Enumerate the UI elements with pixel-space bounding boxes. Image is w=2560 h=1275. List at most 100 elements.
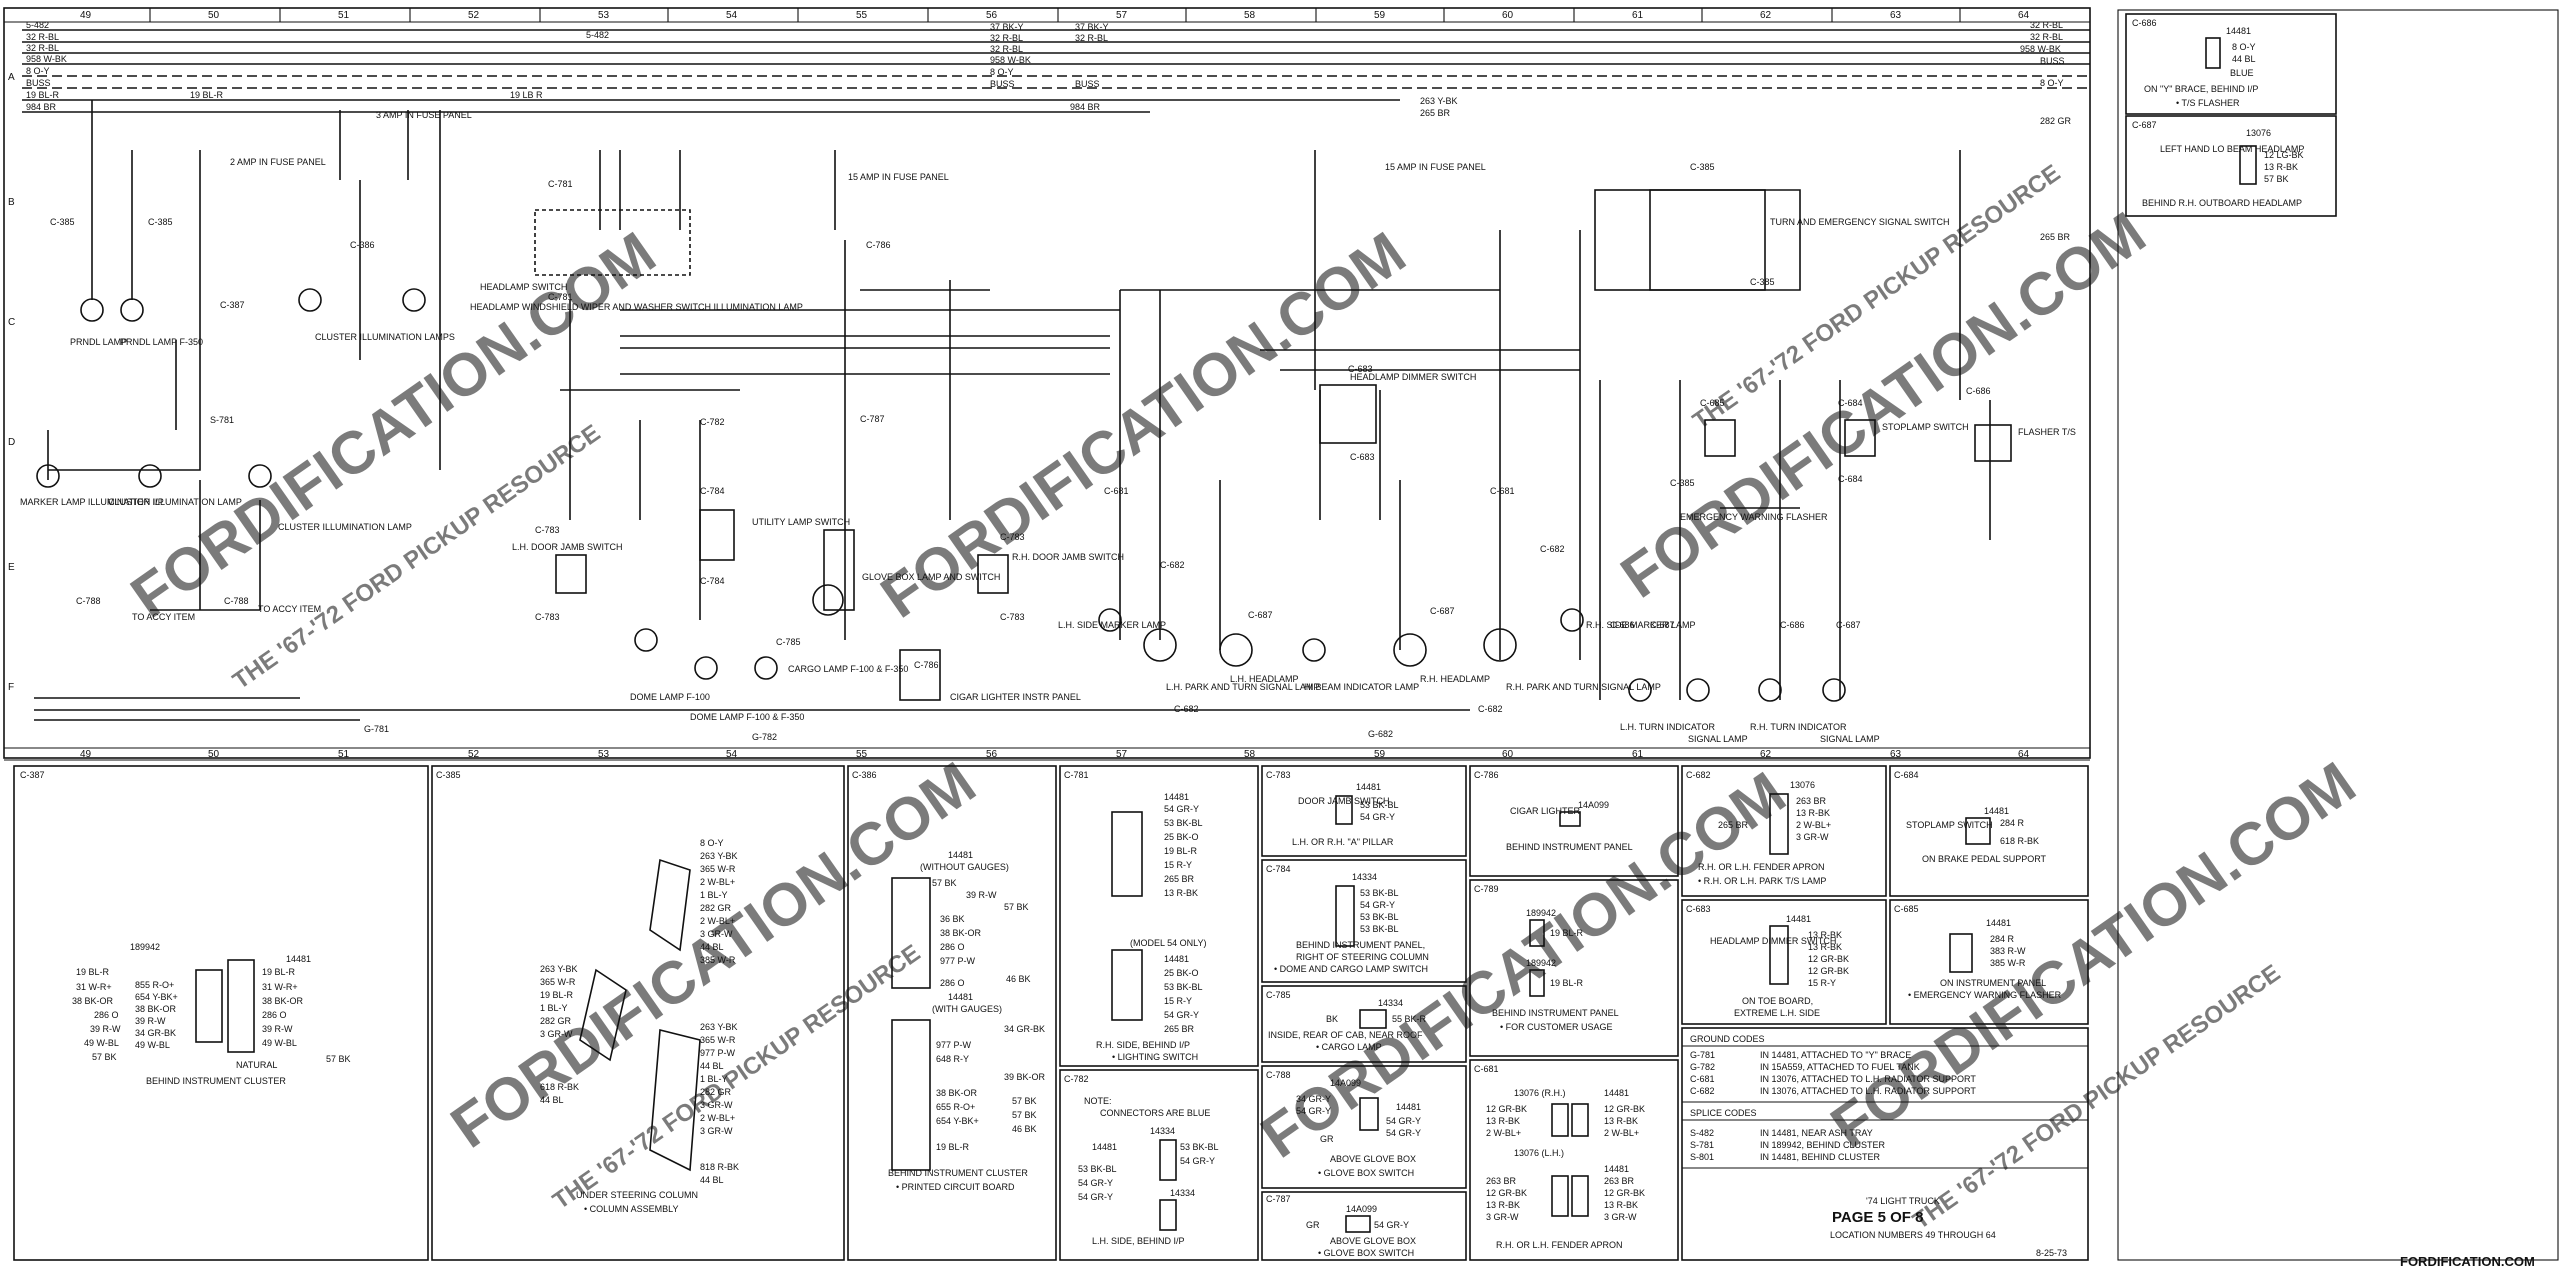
- svg-text:55 BK-R: 55 BK-R: [1392, 1014, 1427, 1024]
- svg-text:C-787: C-787: [1266, 1194, 1291, 1204]
- svg-text:C-681: C-681: [1690, 1074, 1715, 1084]
- svg-text:34 GR-BK: 34 GR-BK: [135, 1028, 176, 1038]
- svg-text:CIGAR LIGHTER: CIGAR LIGHTER: [1510, 806, 1581, 816]
- svg-text:C-681: C-681: [1490, 486, 1515, 496]
- svg-text:THE '67-'72 FORD PICKUP RESOUR: THE '67-'72 FORD PICKUP RESOURCE: [1908, 959, 2285, 1234]
- rh-turn-ind-label: R.H. TURN INDICATOR: [1750, 722, 1847, 732]
- svg-text:3 GR-W: 3 GR-W: [700, 1100, 733, 1110]
- svg-text:BK: BK: [1326, 1014, 1338, 1024]
- svg-text:58: 58: [1244, 749, 1256, 760]
- svg-text:32 R-BL: 32 R-BL: [990, 33, 1023, 43]
- svg-text:S-801: S-801: [1690, 1152, 1714, 1162]
- svg-text:A: A: [8, 72, 15, 83]
- svg-text:50: 50: [208, 749, 220, 760]
- svg-text:ON INSTRUMENT PANEL: ON INSTRUMENT PANEL: [1940, 978, 2046, 988]
- svg-text:8 O-Y: 8 O-Y: [990, 67, 1014, 77]
- svg-text:12 GR-BK: 12 GR-BK: [1604, 1188, 1645, 1198]
- lh-park-turn-label: L.H. PARK AND TURN SIGNAL LAMP: [1166, 682, 1319, 692]
- svg-text:44 BL: 44 BL: [2232, 54, 2256, 64]
- svg-text:C-782: C-782: [700, 417, 725, 427]
- svg-text:ON BRAKE PEDAL SUPPORT: ON BRAKE PEDAL SUPPORT: [1922, 854, 2047, 864]
- panel-c781: C-781 14481 54 GR-Y 53 BK-BL 25 BK-O 19 …: [1064, 770, 1207, 1062]
- wiring-paths: [34, 100, 1991, 721]
- svg-text:8 O-Y: 8 O-Y: [2040, 78, 2064, 88]
- svg-text:C-781: C-781: [548, 179, 573, 189]
- svg-text:2 W-BL+: 2 W-BL+: [1796, 820, 1831, 830]
- svg-text:12 GR-BK: 12 GR-BK: [1808, 954, 1849, 964]
- svg-text:C-788: C-788: [76, 596, 101, 606]
- svg-text:38 BK-OR: 38 BK-OR: [72, 996, 114, 1006]
- svg-text:19 LB R: 19 LB R: [510, 90, 543, 100]
- svg-text:5-482: 5-482: [586, 30, 609, 40]
- svg-text:C-385: C-385: [1690, 162, 1715, 172]
- svg-text:FORDIFICATION.COM: FORDIFICATION.COM: [869, 219, 1417, 631]
- svg-text:855 R-O+: 855 R-O+: [135, 980, 174, 990]
- svg-text:53 BK-BL: 53 BK-BL: [1360, 912, 1399, 922]
- turn-emergency-label: TURN AND EMERGENCY SIGNAL SWITCH: [1770, 217, 1950, 227]
- svg-text:S-781: S-781: [210, 415, 234, 425]
- svg-text:C-386: C-386: [350, 240, 375, 250]
- svg-text:G-781: G-781: [1690, 1050, 1715, 1060]
- top-wire-labels: 5-482 37 BK-Y 37 BK-Y 32 R-BL 32 R-BL 32…: [190, 20, 2072, 242]
- svg-text:S-482: S-482: [1690, 1128, 1714, 1138]
- svg-text:38 BK-OR: 38 BK-OR: [135, 1004, 177, 1014]
- svg-text:• DOME AND CARGO LAMP SWITCH: • DOME AND CARGO LAMP SWITCH: [1274, 964, 1428, 974]
- svg-text:61: 61: [1632, 749, 1644, 760]
- svg-text:57 BK: 57 BK: [2264, 174, 2289, 184]
- col-53: 53: [598, 10, 610, 21]
- svg-text:38 BK-OR: 38 BK-OR: [262, 996, 304, 1006]
- panel-c684: C-684 14481 STOPLAMP SWITCH 284 R 618 R-…: [1894, 770, 2047, 864]
- svg-text:15 R-Y: 15 R-Y: [1164, 860, 1192, 870]
- svg-text:49 W-BL: 49 W-BL: [135, 1040, 170, 1050]
- svg-text:39 R-W: 39 R-W: [90, 1024, 121, 1034]
- svg-text:46 BK: 46 BK: [1012, 1124, 1037, 1134]
- svg-text:263 Y-BK: 263 Y-BK: [700, 851, 738, 861]
- svg-text:BUSS: BUSS: [26, 78, 51, 88]
- location-range: LOCATION NUMBERS 49 THROUGH 64: [1830, 1230, 1996, 1240]
- fuse-3amp-label: 3 AMP IN FUSE PANEL: [376, 110, 472, 120]
- svg-text:(MODEL 54 ONLY): (MODEL 54 ONLY): [1130, 938, 1207, 948]
- dome-lamp-label: DOME LAMP F-100: [630, 692, 710, 702]
- svg-text:C-684: C-684: [1838, 398, 1863, 408]
- headlamp-dimmer-label: HEADLAMP DIMMER SWITCH: [1350, 372, 1476, 382]
- cigar-lighter-label: CIGAR LIGHTER INSTR PANEL: [950, 692, 1081, 702]
- panel-c681: C-681 13076 (R.H.) 14481 12 GR-BK 13 R-B…: [1474, 1064, 1645, 1250]
- footer-watermark: FORDIFICATION.COM: [2400, 1254, 2535, 1269]
- svg-text:286 O: 286 O: [94, 1010, 119, 1020]
- svg-text:37 BK-Y: 37 BK-Y: [990, 22, 1024, 32]
- svg-text:56: 56: [986, 749, 998, 760]
- svg-text:958 W-BK: 958 W-BK: [2020, 44, 2061, 54]
- svg-text:2 W-BL+: 2 W-BL+: [1604, 1128, 1639, 1138]
- lower-panel-grid: [13, 765, 2089, 1261]
- panel-c783: C-783 14481 DOOR JAMB SWITCH 53 BK-BL 54…: [1266, 770, 1399, 847]
- svg-text:C-786: C-786: [866, 240, 891, 250]
- ground-codes-title: GROUND CODES: [1690, 1034, 1765, 1044]
- col-59: 59: [1374, 10, 1386, 21]
- svg-text:BUSS: BUSS: [990, 79, 1015, 89]
- cluster-illum-label: CLUSTER ILLUMINATION LAMPS: [315, 332, 455, 342]
- svg-text:C-687: C-687: [1836, 620, 1861, 630]
- svg-text:13 R-BK: 13 R-BK: [1604, 1200, 1638, 1210]
- svg-text:C-686: C-686: [1780, 620, 1805, 630]
- svg-text:53 BK-BL: 53 BK-BL: [1180, 1142, 1219, 1152]
- panel-c387: C-387 189942 14481 19 BL-R 31 W-R+ 38 BK…: [20, 770, 351, 1086]
- svg-text:3 GR-W: 3 GR-W: [700, 929, 733, 939]
- svg-text:C-783: C-783: [1000, 612, 1025, 622]
- svg-text:13 R-BK: 13 R-BK: [1164, 888, 1198, 898]
- svg-text:14481: 14481: [286, 954, 311, 964]
- panel-c785: C-785 14334 BK 55 BK-R INSIDE, REAR OF C…: [1266, 990, 1427, 1052]
- svg-text:53 BK-BL: 53 BK-BL: [1164, 982, 1203, 992]
- panel-c686: C-686 14481 8 O-Y 44 BL BLUE ON "Y" BRAC…: [2132, 18, 2258, 108]
- svg-text:46 BK: 46 BK: [1006, 974, 1031, 984]
- svg-text:14481: 14481: [1396, 1102, 1421, 1112]
- svg-text:R.H. OR L.H. FENDER APRON: R.H. OR L.H. FENDER APRON: [1698, 862, 1825, 872]
- svg-text:13076: 13076: [2246, 128, 2271, 138]
- headlamp-switch-label: HEADLAMP SWITCH: [480, 282, 567, 292]
- col-54: 54: [726, 10, 738, 21]
- svg-text:54 GR-Y: 54 GR-Y: [1296, 1106, 1331, 1116]
- svg-text:53 BK-BL: 53 BK-BL: [1360, 924, 1399, 934]
- col-57: 57: [1116, 10, 1128, 21]
- svg-text:55: 55: [856, 749, 868, 760]
- svg-text:265 BR: 265 BR: [1164, 1024, 1195, 1034]
- panel-c687: C-687 13076 LEFT HAND LO BEAM HEADLAMP 1…: [2132, 120, 2304, 208]
